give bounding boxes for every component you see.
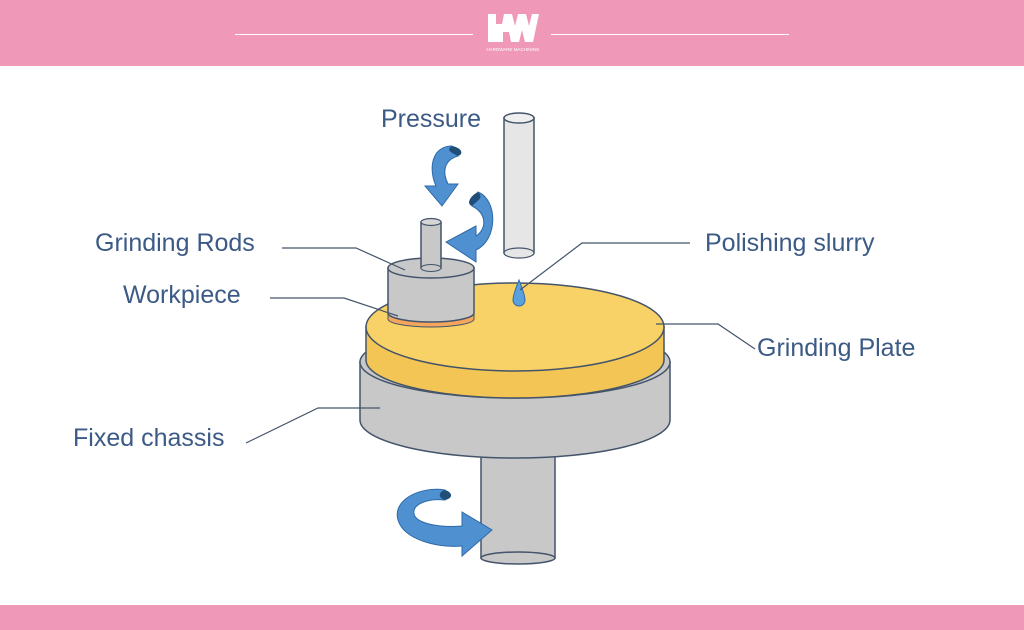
grinding-rod [420, 217, 442, 272]
shaft-rotation-arrow-icon [396, 488, 493, 558]
label-grinding-rods: Grinding Rods [95, 229, 255, 257]
leader-line-grinding-rods [282, 247, 406, 271]
header-rule-right [551, 34, 789, 35]
logo-tagline: HARDWARE MACHINING [486, 47, 540, 52]
droplet-icon [512, 278, 526, 307]
curved-rotation-arrow-icon [445, 191, 494, 263]
label-polishing-slurry: Polishing slurry [705, 229, 875, 257]
label-fixed-chassis: Fixed chassis [73, 424, 225, 452]
leader-line-grinding-plate [656, 323, 756, 350]
leader-lines [245, 242, 756, 444]
label-pressure: Pressure [381, 105, 482, 133]
pressure-cylinder [503, 112, 535, 259]
footer-band [0, 605, 1024, 630]
leader-line-workpiece [270, 297, 399, 317]
grinding-machine-diagram [245, 112, 756, 565]
header-band: HARDWARE MACHINING [0, 0, 1024, 66]
curved-down-arrow-icon [423, 145, 462, 207]
header-rule-left [235, 34, 473, 35]
label-workpiece: Workpiece [123, 281, 241, 309]
brand-logo: HARDWARE MACHINING [486, 14, 540, 52]
leader-line-fixed-chassis [245, 407, 380, 444]
leader-line-polishing-slurry [519, 242, 690, 291]
label-grinding-plate: Grinding Plate [757, 334, 916, 362]
